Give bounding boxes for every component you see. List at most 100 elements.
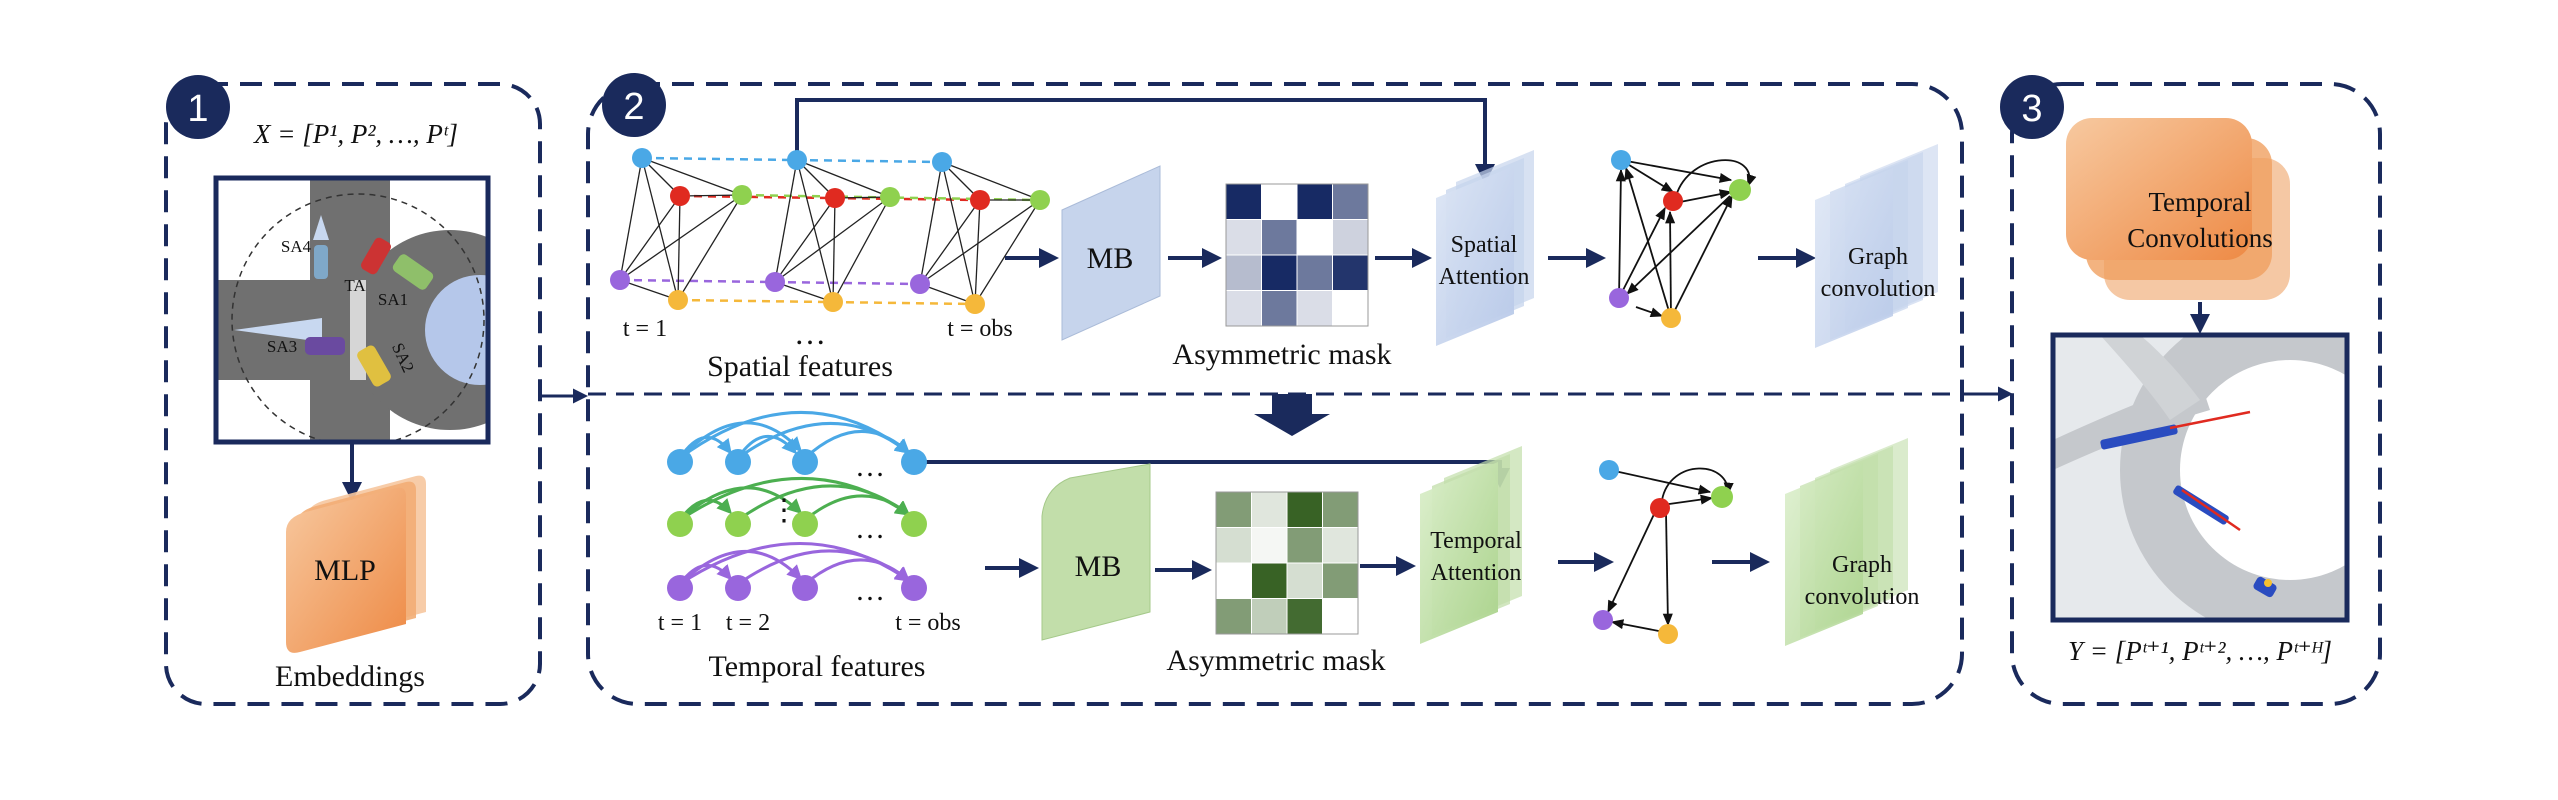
svg-text:Temporal: Temporal (2148, 187, 2251, 217)
spatial-mask-cell (1261, 290, 1298, 327)
panel-2-badge: 2 (602, 73, 666, 137)
spatial-mask-cell (1225, 183, 1262, 220)
spatial-mask-cell (1296, 183, 1333, 220)
temporal-attention-graph (1607, 467, 1734, 633)
temporal-mask-cell (1215, 562, 1252, 599)
temporal-mask-cell (1286, 598, 1323, 635)
spatial-mask-cell (1296, 219, 1333, 256)
embeddings-caption: Embeddings (275, 660, 425, 693)
temporal-t-first: t = 1 (658, 610, 702, 636)
svg-text:…: … (855, 450, 885, 483)
mlp-block: MLP (286, 475, 426, 653)
spatial-mask-caption: Asymmetric mask (1172, 338, 1391, 371)
svg-text:Spatial: Spatial (1451, 232, 1518, 258)
temporal-mask-cell (1215, 598, 1252, 635)
temporal-attention-graph-nodes (1593, 460, 1733, 644)
spatial-mask-cell (1332, 290, 1369, 327)
spatial-attention-block: Spatial Attention (1436, 150, 1534, 346)
temporal-mask-caption: Asymmetric mask (1166, 644, 1385, 677)
spatial-mask-cell (1225, 254, 1262, 291)
temporal-t-last: t = obs (895, 610, 961, 636)
spatial-mask-cell (1261, 183, 1298, 220)
svg-text:Temporal: Temporal (1430, 528, 1522, 554)
temporal-mask-cell (1322, 598, 1359, 635)
temporal-mask-cell (1322, 491, 1359, 528)
agent-label-sa1: SA1 (378, 290, 408, 309)
temporal-t-second: t = 2 (726, 610, 770, 636)
svg-text:1: 1 (187, 88, 208, 130)
temporal-mask-cell (1215, 527, 1252, 564)
svg-text:MLP: MLP (314, 554, 376, 587)
spatial-attention-graph (1615, 159, 1757, 319)
temporal-mask-cell (1286, 527, 1323, 564)
temporal-mask-cell (1251, 598, 1288, 635)
panel-1-badge: 1 (166, 75, 230, 139)
svg-text:MB: MB (1075, 550, 1122, 583)
spatial-mask-cell (1296, 254, 1333, 291)
temporal-mask-cell (1251, 562, 1288, 599)
spatial-mask-border (1225, 183, 1369, 327)
svg-text:…: … (855, 512, 885, 545)
temporal-mb-block: MB (1041, 463, 1151, 641)
agent-label-ta: TA (344, 276, 366, 295)
spatial-mask-cell (1296, 290, 1333, 327)
spatial-features-caption: Spatial features (707, 350, 893, 383)
spatial-mask-cell (1332, 254, 1369, 291)
temporal-mask-cell (1322, 562, 1359, 599)
temporal-mask-border (1215, 491, 1359, 635)
spatial-mask-cell (1332, 219, 1369, 256)
svg-text:Convolutions: Convolutions (2127, 223, 2273, 253)
svg-text:Graph: Graph (1832, 552, 1892, 578)
agent-label-sa3: SA3 (267, 337, 297, 356)
svg-text:Graph: Graph (1848, 244, 1908, 270)
svg-text:Attention: Attention (1439, 264, 1530, 290)
panel-2-border (586, 82, 1964, 706)
spatial-dots: … (794, 315, 826, 351)
scene-image: SA4 TA SA1 SA3 SA2 (213, 175, 491, 445)
temporal-convolutions-block: Temporal Convolutions (2066, 118, 2290, 300)
temporal-attention-block: Temporal Attention (1420, 446, 1522, 644)
spatial-mb-block: MB (1061, 165, 1161, 341)
roundabout-prediction-image (2050, 332, 2350, 623)
spatial-mask-cell (1225, 219, 1262, 256)
agent-label-sa4: SA4 (281, 237, 312, 256)
input-formula: X = [P¹, P², …, Pᵗ] (253, 119, 458, 149)
panel-2: 2 (586, 73, 1964, 706)
spatial-t-first: t = 1 (623, 316, 667, 342)
temporal-mask-cell (1251, 491, 1288, 528)
spatial-mask-cell (1225, 290, 1262, 327)
temporal-mask-cell (1251, 527, 1288, 564)
arrow-spatial-to-temporal (1254, 394, 1330, 436)
temporal-mask-cell (1215, 491, 1252, 528)
spatial-graph-convolution-block: Graph convolution (1815, 144, 1938, 348)
panel-1-border (164, 82, 542, 706)
temporal-feature-graphs: … … … ⋮ t = 1 t = 2 t = obs Temporal fea… (658, 410, 1510, 683)
svg-text:Attention: Attention (1431, 560, 1522, 586)
output-formula: Y = [Pᵗ⁺¹, Pᵗ⁺², …, Pᵗ⁺ᴴ] (2068, 636, 2332, 666)
temporal-graph-convolution-block: Graph convolution (1785, 438, 1919, 646)
panel-3-badge: 3 (2000, 75, 2064, 139)
svg-text:…: … (855, 574, 885, 607)
spatial-feature-graphs: t = 1 … t = obs Spatial features (610, 98, 1495, 383)
temporal-asymmetric-mask: Asymmetric mask (1166, 491, 1386, 677)
spatial-mask-cell (1261, 254, 1298, 291)
spatial-asymmetric-mask: Asymmetric mask (1172, 183, 1392, 371)
panel-1: 1 X = [P¹, P², …, Pᵗ] SA4 (164, 75, 542, 706)
temporal-vertical-dots: ⋮ (769, 494, 799, 527)
temporal-features-caption: Temporal features (709, 650, 926, 683)
svg-text:convolution: convolution (1821, 276, 1936, 302)
panel-3: 3 Temporal Convolutions (2000, 75, 2382, 706)
temporal-mask-cell (1286, 562, 1323, 599)
spatial-mask-cell (1332, 183, 1369, 220)
temporal-mask-cell (1286, 491, 1323, 528)
svg-text:2: 2 (623, 86, 644, 128)
svg-text:3: 3 (2021, 88, 2042, 130)
svg-text:MB: MB (1087, 242, 1134, 275)
panel-3-border (2010, 82, 2382, 706)
temporal-mask-cell (1322, 527, 1359, 564)
spatial-t-last: t = obs (947, 316, 1013, 342)
svg-text:convolution: convolution (1805, 584, 1920, 610)
spatial-mask-cell (1261, 219, 1298, 256)
spatial-attention-graph-nodes (1609, 150, 1751, 328)
